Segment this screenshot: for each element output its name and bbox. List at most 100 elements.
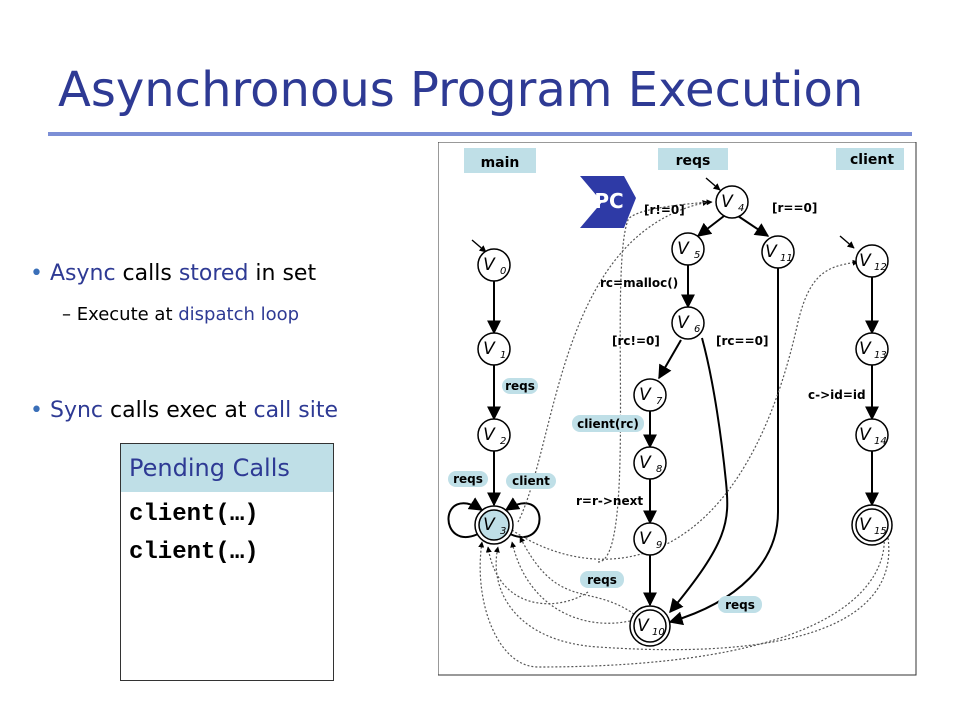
graph-frame bbox=[437, 141, 917, 676]
bullet-async: • Async calls stored in set bbox=[30, 261, 316, 286]
node-v4: V 4 bbox=[715, 185, 749, 219]
node-v12: V 12 bbox=[855, 244, 889, 278]
edge-label-v5-v6: rc=malloc() bbox=[600, 276, 678, 290]
entry-arrow-v0 bbox=[471, 239, 487, 253]
edge-v3-v4-dotted-inner bbox=[597, 199, 713, 563]
edge-label-v4-v5: [r!=0] bbox=[644, 203, 685, 217]
node-v1-subscript: 1 bbox=[500, 350, 506, 361]
pending-call-item: client(…) bbox=[129, 539, 259, 566]
entry-arrow-v12 bbox=[839, 235, 855, 249]
node-v5-letter: V bbox=[677, 239, 690, 259]
edge-label-v1-v2: reqs bbox=[505, 379, 535, 393]
node-v3-subscript: 3 bbox=[500, 526, 506, 537]
node-v9-letter: V bbox=[639, 529, 652, 549]
node-v14: V 14 bbox=[855, 418, 889, 452]
node-v2-subscript: 2 bbox=[500, 436, 506, 447]
edge-v15-v3-dotted bbox=[493, 537, 890, 651]
sub-bullet-dispatch: – Execute at dispatch loop bbox=[62, 304, 299, 325]
edge-label-v13-v14: c->id=id bbox=[808, 388, 866, 402]
bullet-async-part: Async bbox=[49, 261, 116, 286]
node-v6: V 6 bbox=[671, 306, 705, 340]
pc-marker bbox=[580, 176, 636, 228]
label-box-client-rc bbox=[572, 415, 644, 432]
pending-calls-header: Pending Calls bbox=[121, 444, 333, 492]
node-v15-letter: V bbox=[859, 515, 872, 535]
node-v12-letter: V bbox=[859, 251, 872, 271]
node-v6-subscript: 6 bbox=[694, 324, 700, 335]
node-v13: V 13 bbox=[855, 332, 889, 366]
bullet-sync-part: call site bbox=[253, 398, 339, 423]
column-header-client bbox=[836, 148, 904, 170]
edge-v6-v10 bbox=[669, 337, 729, 614]
edge-label-v11-v10: reqs bbox=[725, 598, 755, 612]
label-box-reqs bbox=[502, 378, 538, 394]
entry-arrow-v4 bbox=[705, 177, 721, 191]
column-header-main bbox=[464, 148, 536, 173]
pending-call-item: client(…) bbox=[129, 501, 259, 528]
node-v7: V 7 bbox=[633, 378, 667, 412]
column-label-reqs: reqs bbox=[676, 153, 711, 169]
node-v3: V 3 bbox=[474, 505, 514, 545]
node-v3-letter: V bbox=[483, 515, 496, 535]
pending-calls-panel: Pending Calls client(…) client(…) bbox=[120, 443, 334, 681]
node-v0: V 0 bbox=[477, 248, 511, 282]
edge-v6-v7 bbox=[658, 339, 682, 380]
node-v8-letter: V bbox=[639, 453, 652, 473]
node-v5: V 5 bbox=[671, 232, 705, 266]
bullet-sync: • Sync calls exec at call site bbox=[30, 398, 338, 423]
edge-v10-v3-dotted-2 bbox=[519, 536, 635, 615]
pc-label: PC bbox=[594, 189, 623, 213]
node-v8-subscript: 8 bbox=[656, 464, 662, 475]
node-v5-subscript: 5 bbox=[694, 250, 700, 261]
node-v10: V 10 bbox=[629, 605, 671, 647]
node-v14-letter: V bbox=[859, 425, 872, 445]
node-v9: V 9 bbox=[633, 522, 667, 556]
bullet-sync-part: Sync bbox=[49, 398, 104, 423]
bullet-async-part: stored bbox=[178, 261, 249, 286]
edge-label-v3-loop-right: client bbox=[512, 474, 550, 488]
node-v10-subscript: 10 bbox=[652, 627, 665, 638]
node-v8: V 8 bbox=[633, 446, 667, 480]
bullet-dot-icon: • bbox=[30, 398, 43, 423]
node-v15: V 15 bbox=[851, 504, 893, 546]
node-v11-subscript: 11 bbox=[780, 253, 793, 264]
bullet-sync-part: calls exec at bbox=[103, 398, 254, 423]
node-v2-letter: V bbox=[483, 425, 496, 445]
node-v2: V 2 bbox=[477, 418, 511, 452]
column-label-client: client bbox=[850, 152, 894, 168]
node-v0-subscript: 0 bbox=[500, 266, 506, 277]
edge-v3-loop-left bbox=[447, 497, 484, 538]
bullet-async-part: calls bbox=[115, 261, 179, 286]
label-box-client bbox=[506, 473, 556, 489]
node-v12-subscript: 12 bbox=[874, 262, 887, 273]
node-v13-subscript: 13 bbox=[874, 350, 887, 361]
label-box-reqs bbox=[580, 571, 624, 588]
edge-v4-v5 bbox=[696, 215, 725, 237]
edge-label-v8-v9: r=r->next bbox=[576, 494, 643, 508]
sub-bullet-part: – Execute at bbox=[62, 304, 179, 325]
edge-v3-v12-dotted bbox=[511, 259, 859, 560]
column-label-main: main bbox=[481, 155, 520, 171]
node-v4-letter: V bbox=[721, 192, 734, 212]
node-v6-letter: V bbox=[677, 313, 690, 333]
program-graph: main reqs client PC bbox=[437, 141, 918, 677]
node-v0-letter: V bbox=[483, 255, 496, 275]
edge-label-v6-v7: [rc!=0] bbox=[612, 334, 660, 348]
sub-bullet-part: dispatch loop bbox=[178, 304, 300, 325]
edge-v9-v3-dotted bbox=[485, 546, 589, 605]
node-v7-subscript: 7 bbox=[656, 396, 663, 407]
edge-label-v9-v10: reqs bbox=[587, 573, 617, 587]
edge-label-v6-v10: [rc==0] bbox=[716, 334, 768, 348]
node-v10-letter: V bbox=[637, 616, 650, 636]
column-header-reqs bbox=[658, 148, 728, 170]
node-v4-subscript: 4 bbox=[738, 203, 744, 214]
label-box-reqs bbox=[448, 471, 488, 487]
node-v1-letter: V bbox=[483, 339, 496, 359]
bullet-dot-icon: • bbox=[30, 261, 43, 286]
slide-title: Asynchronous Program Execution bbox=[58, 62, 864, 118]
bullet-async-part: in set bbox=[248, 261, 317, 286]
edge-label-v7-v8: client(rc) bbox=[577, 417, 639, 431]
node-v9-subscript: 9 bbox=[656, 540, 662, 551]
label-box-reqs bbox=[718, 596, 762, 613]
edge-v4-v11 bbox=[737, 215, 770, 237]
